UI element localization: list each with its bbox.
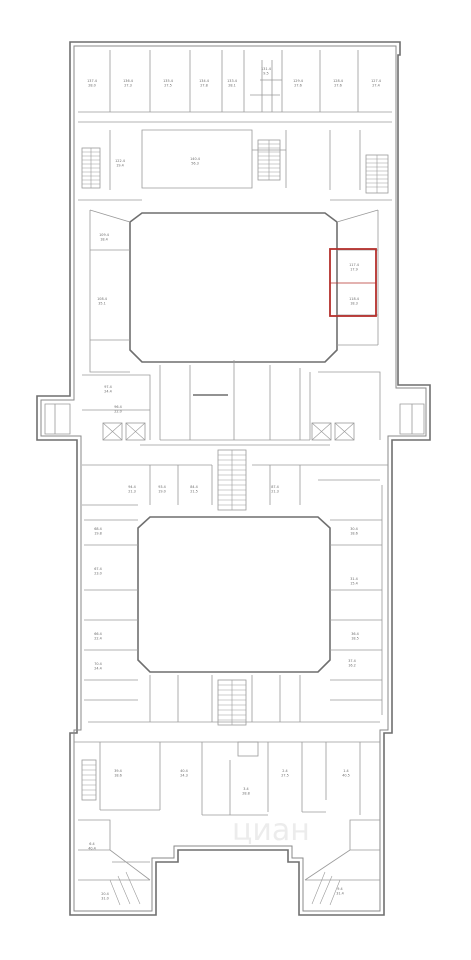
room-area: 40.5	[342, 774, 350, 778]
middle-block	[44, 360, 425, 446]
central-staircase-lower	[217, 679, 247, 726]
room-area: 21.5	[190, 490, 198, 494]
room-label: 1.4	[343, 769, 348, 773]
central-staircase-upper	[217, 449, 247, 511]
room-area: 18.4	[100, 238, 108, 242]
room-area: 9.5	[263, 72, 268, 76]
room-area: 40.4	[88, 847, 96, 851]
room-label: 128.4	[333, 79, 343, 83]
room-label: 133.4	[227, 79, 237, 83]
room-label: 140.4	[190, 157, 200, 161]
room-area: 28.0	[88, 84, 96, 88]
room-label: 31.4	[350, 577, 358, 581]
bottom-left-wing	[78, 819, 151, 906]
room-area: 23.0	[94, 572, 102, 576]
south-east-rooms	[330, 485, 383, 715]
room-area: 22.4	[94, 637, 102, 641]
room-area: 15.4	[350, 582, 358, 586]
room-area: 18.6	[114, 774, 122, 778]
room-area: 56.3	[191, 162, 199, 166]
room-label: 36.4	[351, 632, 359, 636]
room-label: 40.4	[180, 769, 188, 773]
room-label: 136.4	[123, 79, 133, 83]
room-label: 70.4	[94, 662, 102, 666]
room-area: 27.6	[334, 84, 342, 88]
room-label: 39.4	[114, 769, 122, 773]
room-label: 131.4	[261, 67, 271, 71]
room-area: 24.3	[180, 774, 188, 778]
south-south-row	[88, 675, 380, 723]
room-label: 97.4	[104, 385, 112, 389]
room-area: 21.3	[271, 490, 279, 494]
room-area: 19.4	[116, 164, 124, 168]
room-label: 127.4	[371, 79, 381, 83]
south-west-rooms	[84, 519, 138, 701]
room-label: 134.4	[199, 79, 209, 83]
room-area: 16.2	[348, 664, 356, 668]
room-area: 27.6	[294, 84, 302, 88]
north-staircase-right	[365, 154, 389, 194]
room-label: 109.4	[99, 233, 109, 237]
room-label: 129.4	[293, 79, 303, 83]
room-label: 137.4	[87, 79, 97, 83]
room-area: 19.8	[94, 532, 102, 536]
north-staircase-left	[81, 147, 101, 189]
room-label: 96.4	[114, 405, 122, 409]
room-label: 117.4	[349, 263, 359, 267]
room-label: 20.4	[101, 892, 109, 896]
room-area: 27.3	[124, 84, 132, 88]
south-north-row	[82, 464, 388, 506]
room-label: 87.4	[271, 485, 279, 489]
outer-wall-north	[36, 41, 431, 916]
room-area: 28.8	[242, 792, 250, 796]
room-label: 30.4	[350, 527, 358, 531]
room-area: 22.0	[114, 410, 122, 414]
bottom-right-wing	[304, 819, 380, 906]
room-label: 66.4	[94, 632, 102, 636]
room-area: 18.6	[350, 532, 358, 536]
north-rooms	[78, 50, 392, 190]
room-label: 9.4	[337, 887, 342, 891]
room-area: 31.0	[101, 897, 109, 901]
room-area: 18.5	[351, 637, 359, 641]
room-area: 27.5	[281, 774, 289, 778]
room-label: 108.4	[97, 297, 107, 301]
bottom-block	[74, 741, 380, 816]
room-area: 17.9	[350, 268, 358, 272]
room-area: 27.5	[164, 84, 172, 88]
north-staircase-mid	[257, 139, 281, 181]
room-area: 21.3	[128, 490, 136, 494]
room-area: 19.0	[158, 490, 166, 494]
room-area: 24.4	[104, 390, 112, 394]
inner-wall-outline	[40, 45, 427, 912]
room-label: 94.4	[128, 485, 136, 489]
room-area: 28.1	[228, 84, 236, 88]
room-area: 27.8	[200, 84, 208, 88]
room-label: 3.4	[243, 787, 248, 791]
room-label: 2.4	[282, 769, 287, 773]
room-area: 35.1	[98, 302, 106, 306]
room-label: 135.4	[163, 79, 173, 83]
room-label: 118.4	[349, 297, 359, 301]
room-label: 67.4	[94, 567, 102, 571]
north-east-rooms	[330, 199, 392, 346]
room-label: 68.4	[94, 527, 102, 531]
courtyard-north	[129, 212, 338, 363]
room-labels: 137.428.0136.427.3135.427.5134.427.8133.…	[87, 67, 381, 901]
room-label: 6.4	[89, 842, 94, 846]
room-area: 31.4	[336, 892, 344, 896]
courtyard-south	[137, 516, 331, 673]
room-label: 122.4	[115, 159, 125, 163]
north-west-rooms	[78, 199, 142, 373]
room-label: 84.4	[190, 485, 198, 489]
highlighted-unit[interactable]	[329, 248, 377, 317]
room-label: 37.4	[348, 659, 356, 663]
room-area: 24.4	[94, 667, 102, 671]
room-label: 93.4	[158, 485, 166, 489]
room-area: 27.4	[372, 84, 380, 88]
watermark: циан	[232, 813, 310, 848]
room-area: 18.3	[350, 302, 358, 306]
